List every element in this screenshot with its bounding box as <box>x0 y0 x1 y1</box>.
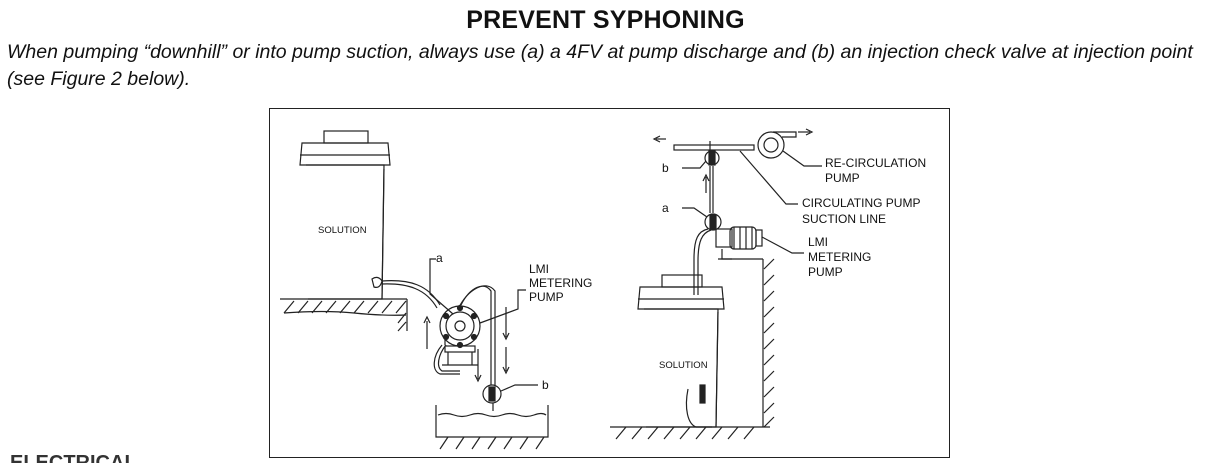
next-section-heading: ELECTRICAL <box>10 452 137 463</box>
instruction-text: When pumping “downhill” or into pump suc… <box>7 41 1193 90</box>
right-pump-label-line2: METERING <box>808 250 871 264</box>
figure-svg: SOLUTION a LMI METERING PUMP b b a RE-CI… <box>280 128 926 450</box>
page-title: PREVENT SYPHONING <box>466 6 745 34</box>
right-solution-tank <box>637 274 725 428</box>
right-callout-b: b <box>662 161 669 175</box>
left-pump-label-line3: PUMP <box>529 290 564 304</box>
left-tank-label: SOLUTION <box>318 225 367 236</box>
left-callout-a: a <box>436 251 443 265</box>
figure-2-diagram: SOLUTION a LMI METERING PUMP b b a RE-CI… <box>269 108 950 458</box>
right-leader-pump <box>761 236 804 254</box>
left-pump-label-line1: LMI <box>529 262 549 276</box>
left-metering-pump <box>439 304 481 366</box>
right-wall <box>718 258 775 428</box>
right-suction-label-line2: SUCTION LINE <box>802 212 886 226</box>
right-discharge-line <box>693 166 722 295</box>
right-leader-recirc <box>782 150 822 167</box>
right-leader-a <box>682 207 708 218</box>
left-pump-label-line2: METERING <box>529 276 592 290</box>
right-tank-label: SOLUTION <box>659 360 708 371</box>
right-suction-label-line1: CIRCULATING PUMP <box>802 196 920 210</box>
left-callout-b: b <box>542 378 549 392</box>
right-pump-label-line1: LMI <box>808 235 828 249</box>
right-recirculation-pump <box>757 131 797 159</box>
left-solution-tank <box>299 130 391 300</box>
right-injection-valve <box>704 150 720 166</box>
left-leader-a <box>429 258 454 315</box>
left-leader-b <box>500 384 538 392</box>
left-receiving-tank <box>435 405 549 450</box>
right-metering-pump <box>715 226 763 260</box>
right-leader-suction <box>739 150 798 205</box>
right-floor <box>610 426 770 440</box>
left-tubing <box>371 276 496 385</box>
right-leader-b <box>682 160 707 169</box>
right-process-pipe <box>652 128 814 155</box>
right-pump-label-line3: PUMP <box>808 265 843 279</box>
right-recirc-label-line2: PUMP <box>825 171 860 185</box>
left-shelf <box>280 298 408 332</box>
right-callout-a: a <box>662 201 669 215</box>
left-flow-arrows <box>423 307 510 383</box>
left-injection-valve <box>482 384 502 411</box>
right-recirc-label-line1: RE-CIRCULATION <box>825 156 926 170</box>
left-leader-pump <box>479 289 526 324</box>
